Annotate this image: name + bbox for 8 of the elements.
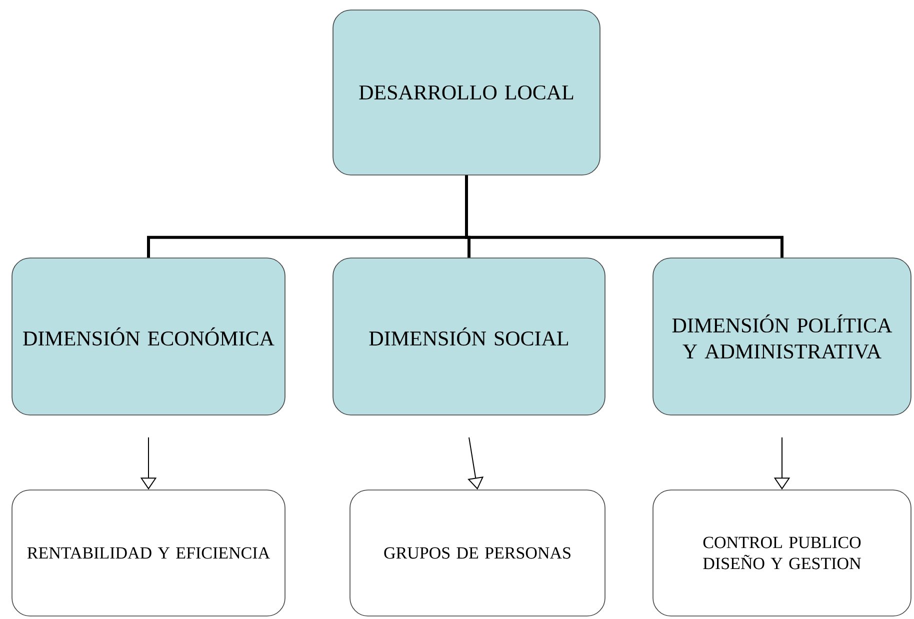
detail-box: CONTROL PUBLICO DISEÑO Y GESTION [652, 490, 912, 616]
dimension-box: DIMENSIÓN SOCIAL [332, 258, 606, 416]
dimension-box: DIMENSIÓN POLÍTICA Y ADMINISTRATIVA [652, 258, 912, 416]
connector-line [465, 175, 784, 258]
detail-box: GRUPOS DE PERSONAS [350, 490, 606, 616]
dimension-box: DIMENSIÓN ECONÓMICA [12, 258, 286, 416]
detail-box: RENTABILIDAD Y EFICIENCIA [12, 490, 286, 616]
dimension-box: DESARROLLO LOCAL [332, 10, 600, 176]
